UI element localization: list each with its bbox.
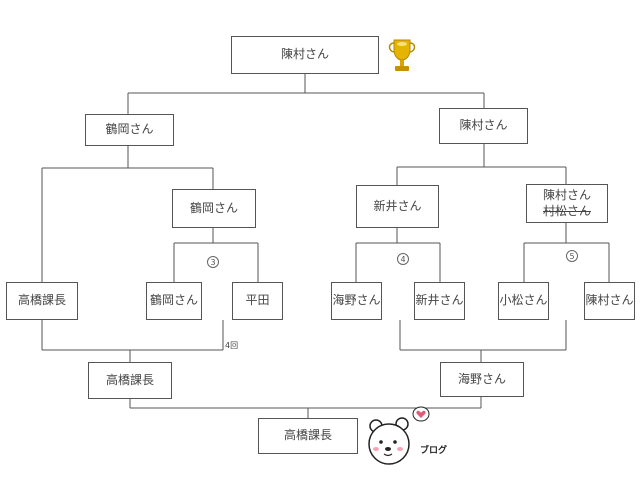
champion-box: 陳村さん <box>231 36 379 74</box>
match4-a-box: 海野さん <box>331 282 382 320</box>
match-number-5: 5 <box>566 250 578 262</box>
qf-right-top2-box: 陳村さん 村松さん <box>526 184 608 223</box>
semi-left-name: 鶴岡さん <box>105 122 154 137</box>
champion-name: 陳村さん <box>280 47 329 62</box>
trophy-icon <box>388 39 416 71</box>
match5-b-name: 陳村さん <box>585 293 634 308</box>
bottom-left-name: 高橋課長 <box>105 372 154 387</box>
qf-left-top-name: 鶴岡さん <box>189 200 238 215</box>
qf-right-top2-stack: 陳村さん 村松さん <box>542 187 591 218</box>
match5-a-name: 小松さん <box>499 293 548 308</box>
match-number-3: 3 <box>207 256 219 268</box>
match4-b-box: 新井さん <box>414 282 465 320</box>
match5-a-box: 小松さん <box>498 282 549 320</box>
semi-right-box: 陳村さん <box>439 108 528 144</box>
qf-right-top2-line2: 村松さん <box>542 204 591 218</box>
match-number-4: 4 <box>397 253 409 265</box>
bottom-right-box: 海野さん <box>440 362 524 397</box>
left-outer-box: 高橋課長 <box>6 282 78 320</box>
match3-b-name: 平田 <box>245 293 270 308</box>
left-outer-name: 高橋課長 <box>17 293 66 308</box>
qf-left-top-box: 鶴岡さん <box>172 189 256 228</box>
heart-icon <box>412 406 430 422</box>
match5-b-box: 陳村さん <box>584 282 635 320</box>
match3-a-box: 鶴岡さん <box>146 282 202 320</box>
bear-mascot-icon <box>368 417 410 465</box>
semi-left-box: 鶴岡さん <box>85 114 174 146</box>
bottom-left-box: 高橋課長 <box>88 362 172 399</box>
qf-right-top2-line1: 陳村さん <box>542 187 591 202</box>
match4-a-name: 海野さん <box>332 293 381 308</box>
bottom-right-name: 海野さん <box>457 371 506 386</box>
qf-right-top-name: 新井さん <box>373 198 422 213</box>
blog-label: ブログ <box>420 446 448 456</box>
final-bottom-box: 高橋課長 <box>258 418 358 454</box>
match3-b-box: 平田 <box>232 282 283 320</box>
final-bottom-name: 高橋課長 <box>283 428 332 443</box>
side-note: 4回 <box>225 341 239 350</box>
semi-right-name: 陳村さん <box>459 118 508 133</box>
match4-b-name: 新井さん <box>415 293 464 308</box>
match3-a-name: 鶴岡さん <box>149 293 198 308</box>
qf-right-top-box: 新井さん <box>356 185 439 228</box>
